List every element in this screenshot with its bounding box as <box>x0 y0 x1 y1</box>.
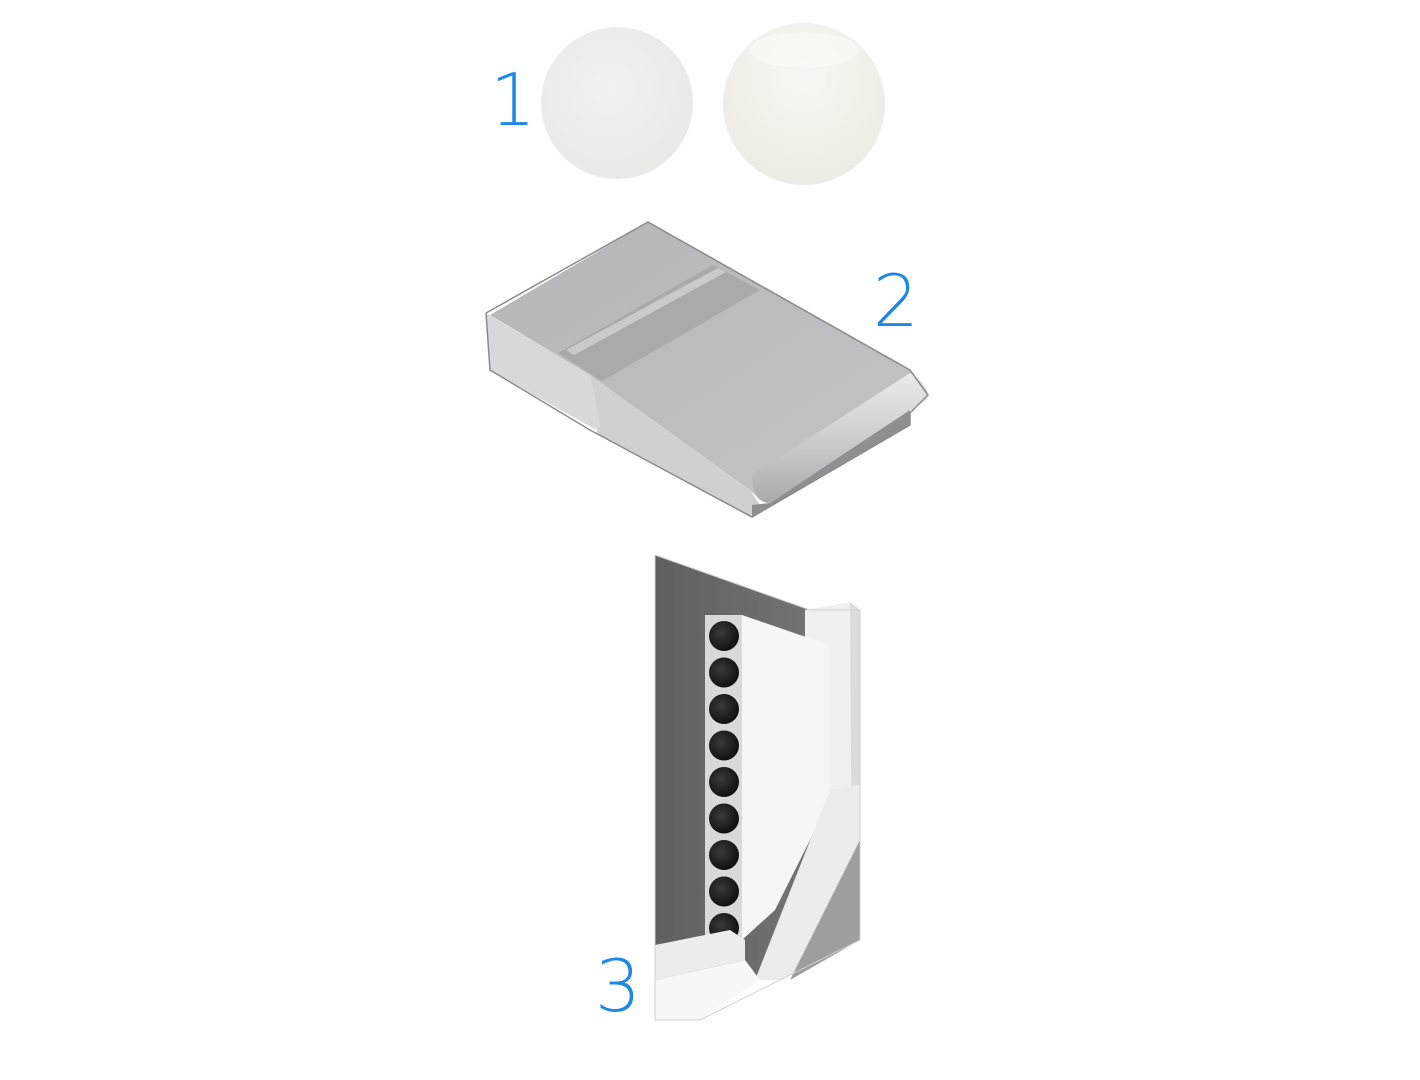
callout-number-3: 3 <box>595 944 641 1028</box>
sill-top-surface <box>490 222 926 500</box>
sill-groove <box>558 265 760 381</box>
sill-groove-highlight <box>566 268 726 355</box>
door-core-holes <box>709 621 739 943</box>
door-section <box>654 554 861 1021</box>
door-bottom-shadow <box>790 840 860 980</box>
sill-end-face <box>486 313 750 517</box>
swatch-white-gloss <box>723 23 885 185</box>
sill-front-face <box>590 375 760 517</box>
callout-number-2: 2 <box>873 259 919 343</box>
door-face-panel <box>742 615 830 940</box>
core-hole <box>709 767 739 797</box>
sill-profile <box>485 221 929 518</box>
core-hole <box>709 694 739 724</box>
sill-nosing <box>752 373 928 503</box>
door-bottom-rail <box>655 930 745 980</box>
swatch-white-matte <box>541 27 693 179</box>
core-hole <box>709 876 739 907</box>
sill-underside <box>752 410 910 517</box>
core-hole <box>709 803 739 834</box>
swatch-gloss-highlight <box>749 32 859 68</box>
core-hole <box>709 730 739 761</box>
color-swatches <box>541 23 885 185</box>
core-hole <box>709 621 739 651</box>
callout-number-1: 1 <box>490 58 536 142</box>
door-base <box>655 960 760 1020</box>
core-hole <box>709 840 739 870</box>
core-hole <box>709 657 739 688</box>
